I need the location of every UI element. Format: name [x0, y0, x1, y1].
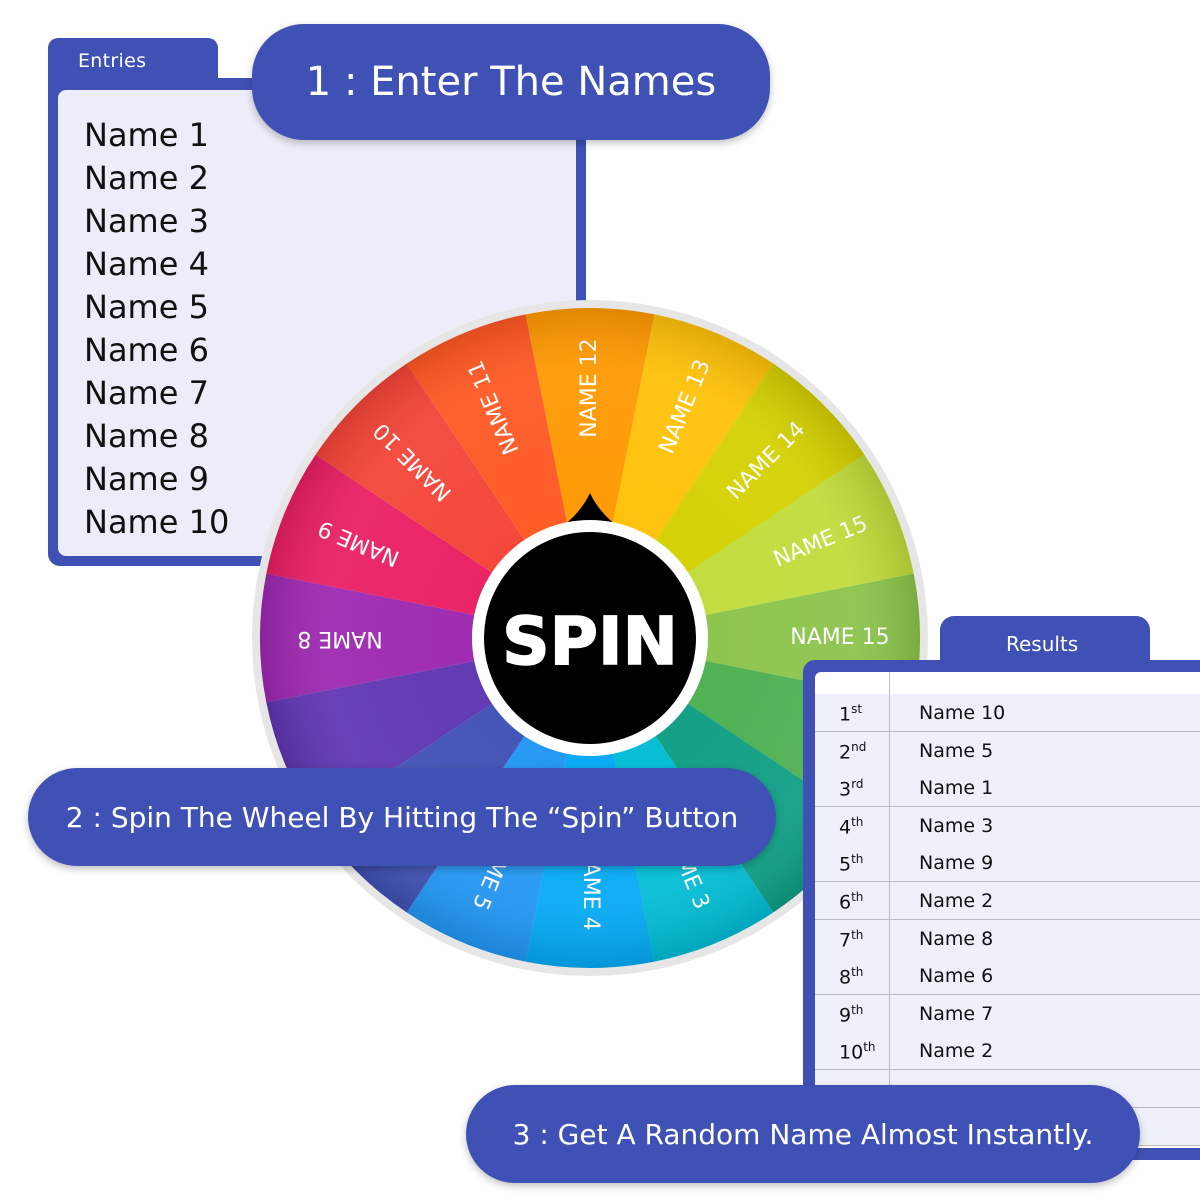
result-rank-number: 4: [839, 816, 852, 839]
entry-item: Name 1: [84, 116, 209, 154]
results-tab-label: Results: [1006, 632, 1079, 656]
entry-item: Name 6: [84, 331, 209, 369]
entry-item: Name 10: [84, 503, 230, 541]
result-name: Name 9: [919, 852, 994, 875]
results-row: 9th Name 7: [815, 994, 1200, 1033]
result-rank: 10th: [839, 1040, 876, 1063]
entries-tab-label: Entries: [78, 50, 147, 72]
results-row: 10th Name 2: [815, 1032, 1200, 1071]
result-name: Name 10: [919, 702, 1006, 724]
result-rank-number: 1: [839, 703, 852, 726]
entry-item: Name 7: [84, 374, 209, 412]
entry-item: Name 5: [84, 288, 209, 326]
results-row: 6th Name 2: [815, 882, 1200, 920]
result-rank-number: 3: [839, 778, 852, 801]
result-rank: 5th: [839, 852, 863, 875]
result-rank-suffix: st: [851, 702, 863, 716]
entry-item: Name 2: [84, 159, 209, 197]
result-name: Name 5: [919, 739, 994, 762]
entry-item: Name 9: [84, 460, 209, 498]
result-rank: 4th: [839, 815, 863, 838]
result-rank-suffix: th: [851, 927, 864, 942]
result-rank-suffix: th: [851, 1002, 864, 1017]
result-rank: 8th: [839, 965, 863, 988]
results-row: 8th Name 6: [815, 957, 1200, 996]
step-3-banner: 3 : Get A Random Name Almost Instantly.: [466, 1085, 1140, 1183]
result-name: Name 3: [919, 814, 994, 837]
result-rank: 3rd: [839, 777, 863, 800]
result-rank-number: 9: [839, 1004, 852, 1027]
result-name: Name 8: [919, 927, 994, 950]
result-rank-suffix: nd: [851, 739, 867, 754]
spin-button-label[interactable]: SPIN: [501, 602, 678, 681]
entries-list: Name 1 Name 2 Name 3 Name 4 Name 5 Name …: [84, 114, 229, 544]
result-rank-number: 6: [839, 891, 852, 914]
result-rank: 6th: [839, 890, 863, 913]
step-2-banner: 2 : Spin The Wheel By Hitting The “Spin”…: [28, 768, 776, 866]
result-name: Name 1: [919, 777, 994, 800]
result-rank-number: 7: [839, 928, 852, 951]
result-rank-suffix: rd: [851, 777, 864, 792]
result-rank-number: 2: [839, 740, 852, 763]
results-row: 3rd Name 1: [815, 769, 1200, 808]
result-name: Name 2: [919, 890, 994, 912]
result-rank-number: 5: [839, 853, 852, 876]
result-rank: 7th: [839, 928, 863, 951]
result-name: Name 6: [919, 965, 994, 988]
result-name: Name 7: [919, 1002, 994, 1025]
result-name: Name 2: [919, 1040, 994, 1063]
results-row: 5th Name 9: [815, 844, 1200, 883]
step-1-banner: 1 : Enter The Names: [252, 24, 770, 140]
results-row: 2nd Name 5: [815, 731, 1200, 770]
result-rank: 1st: [839, 702, 862, 725]
entry-item: Name 3: [84, 202, 209, 240]
entry-item: Name 4: [84, 245, 209, 283]
result-rank: 2nd: [839, 740, 866, 763]
results-column-divider: [889, 672, 890, 1148]
result-rank-number: 10: [839, 1041, 864, 1064]
result-rank-suffix: th: [851, 890, 864, 904]
results-row: 4th Name 3: [815, 806, 1200, 845]
result-rank-number: 8: [839, 966, 852, 989]
result-rank-suffix: th: [851, 965, 864, 980]
entry-item: Name 8: [84, 417, 209, 455]
result-rank-suffix: th: [863, 1040, 876, 1055]
results-row: 7th Name 8: [815, 919, 1200, 958]
result-rank-suffix: th: [851, 852, 864, 867]
results-row: 1st Name 10: [815, 694, 1200, 732]
result-rank-suffix: th: [851, 814, 864, 829]
spin-button[interactable]: [484, 532, 696, 744]
result-rank: 9th: [839, 1003, 863, 1026]
